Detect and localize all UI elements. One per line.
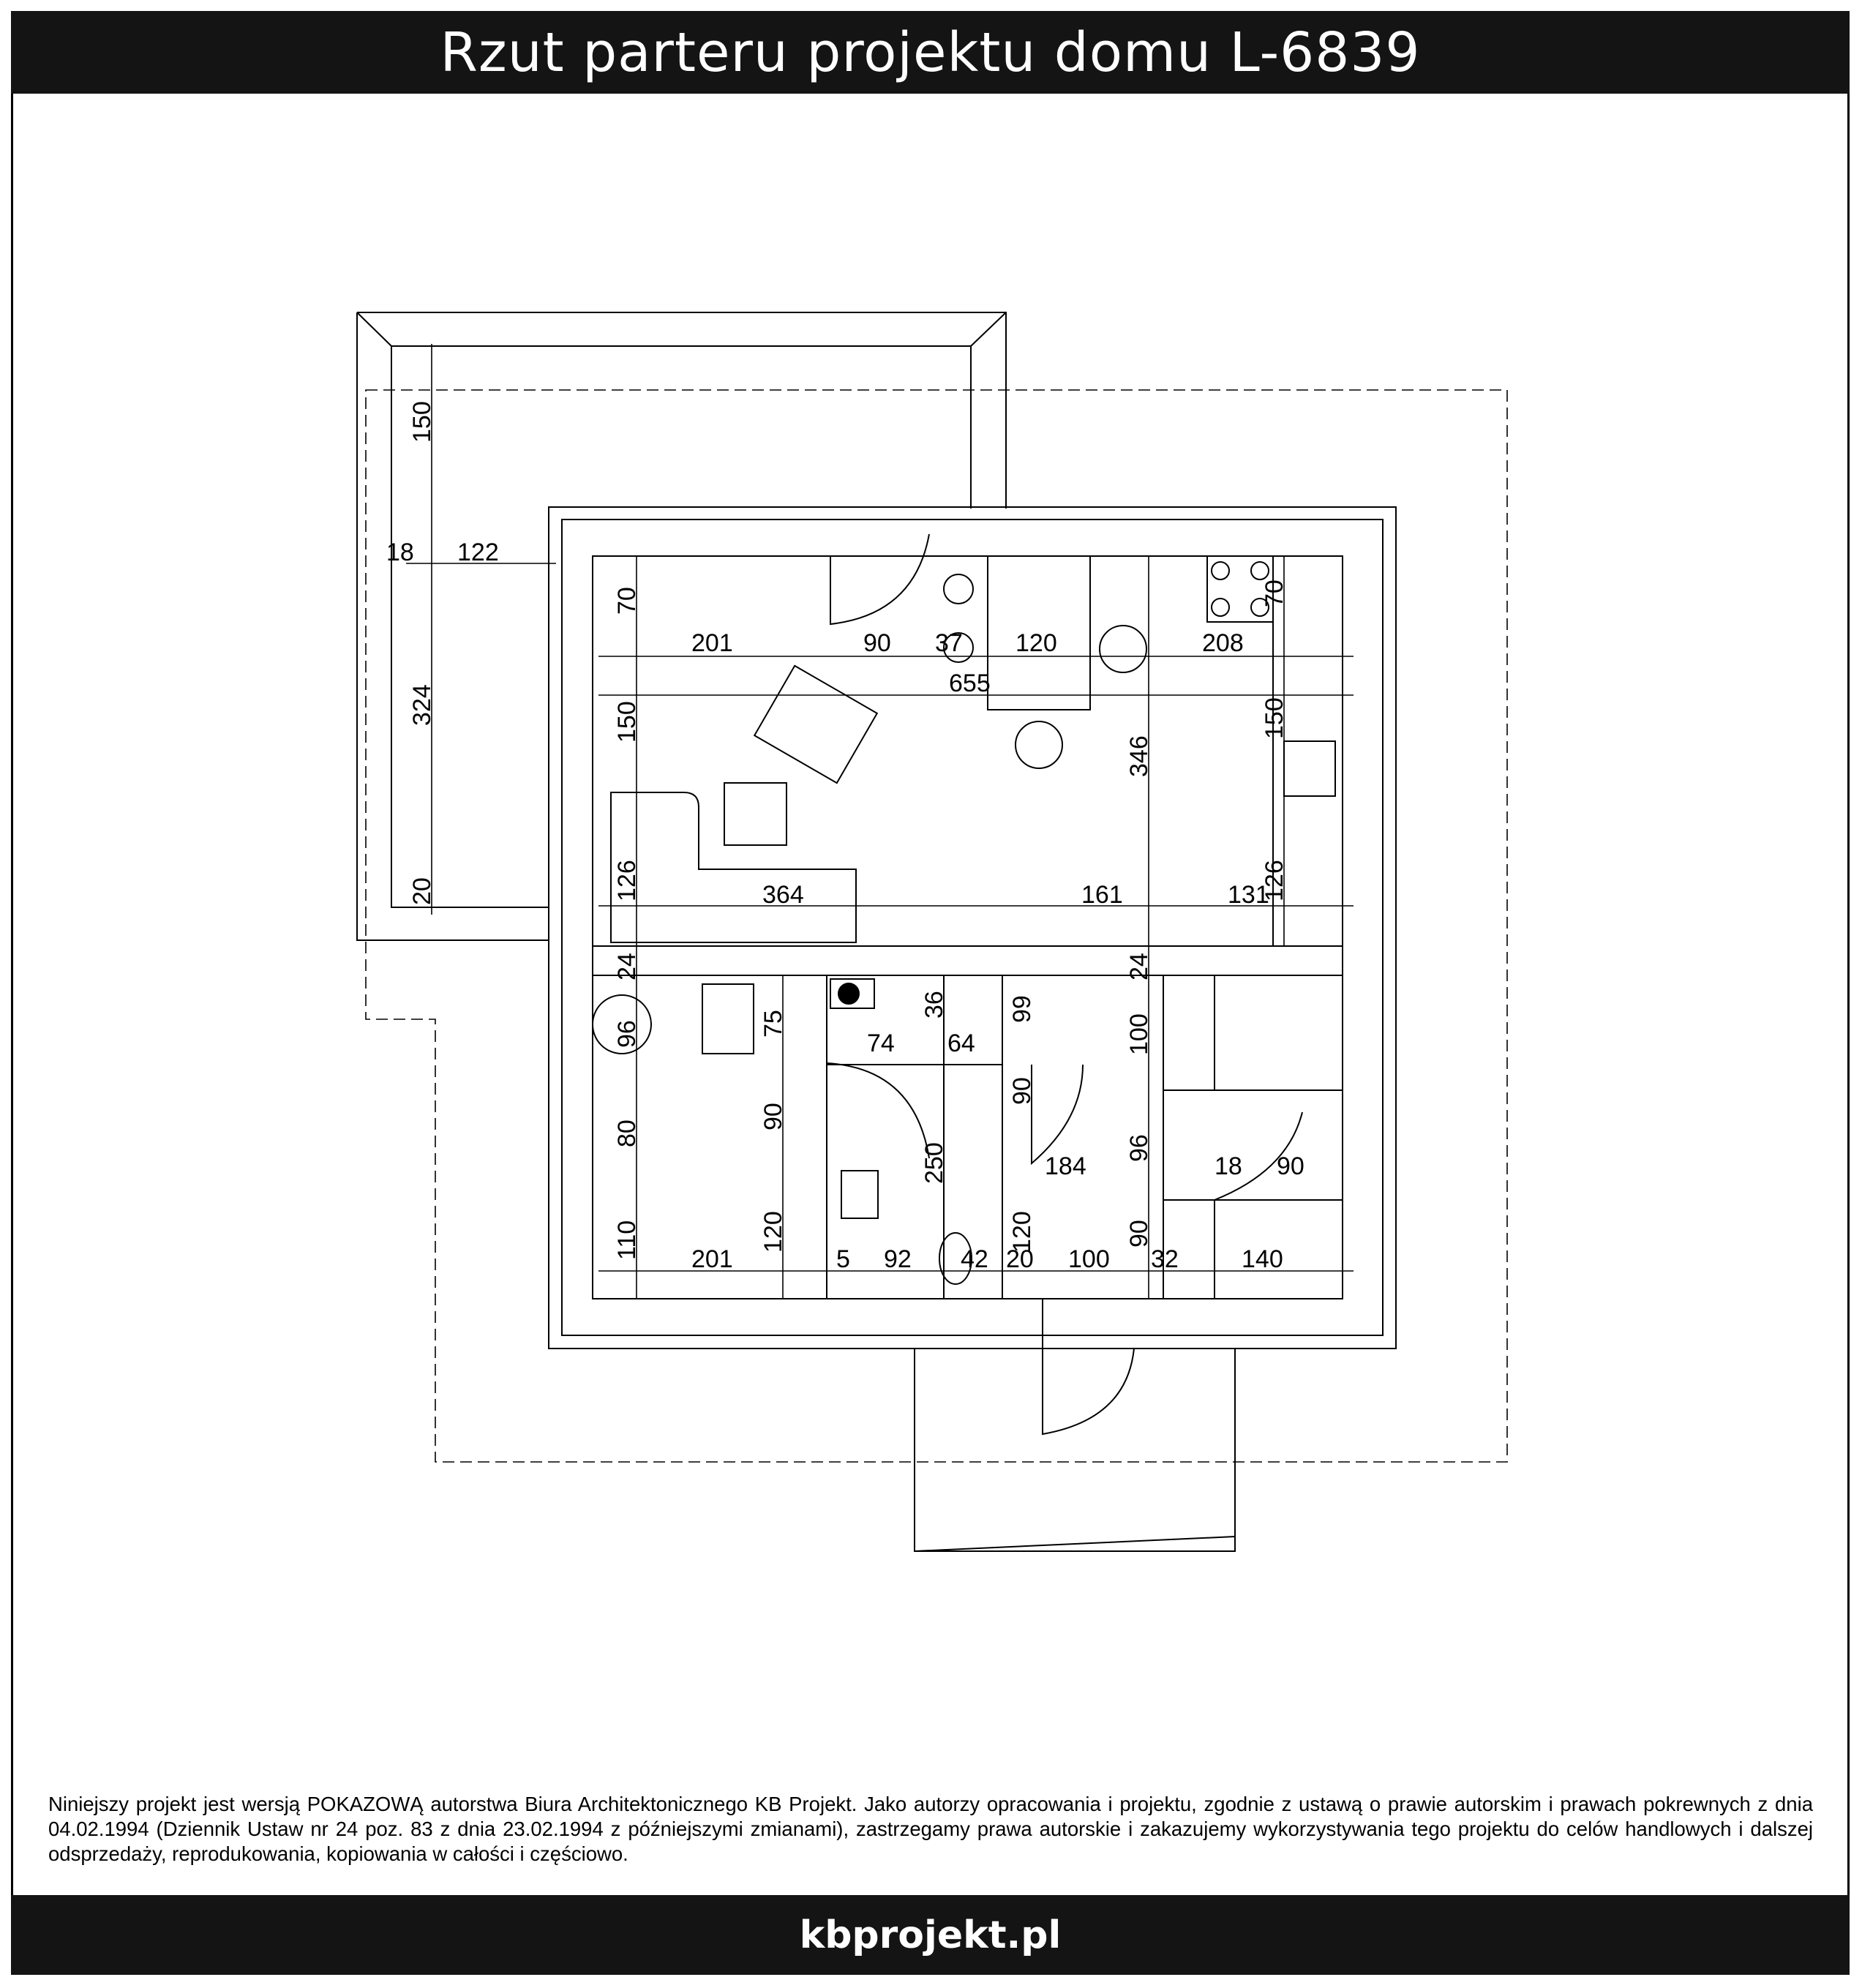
dim-top-201: 201: [691, 629, 733, 657]
dim-b-32: 32: [1151, 1245, 1179, 1273]
dim-w-184: 184: [1045, 1152, 1086, 1180]
dim-b-5: 5: [836, 1245, 850, 1273]
dim-terrace-122: 122: [457, 539, 499, 566]
dim-b-140: 140: [1242, 1245, 1283, 1273]
dim-b-100: 100: [1068, 1245, 1110, 1273]
dim-top-90: 90: [863, 629, 891, 657]
dim-v-90c: 90: [1125, 1220, 1153, 1248]
terrace-left-inner: [391, 346, 549, 908]
dim-v-110: 110: [613, 1220, 641, 1260]
house-outer-wall: [548, 506, 1397, 1349]
dim-top-37: 37: [935, 629, 963, 657]
dim-v-120a: 120: [759, 1211, 787, 1253]
dim-top-208: 208: [1202, 629, 1244, 657]
dim-terrace-20: 20: [408, 877, 436, 905]
dim-b-201: 201: [691, 1245, 733, 1273]
website-link[interactable]: kbprojekt.pl: [799, 1913, 1062, 1957]
dim-w-161: 161: [1081, 881, 1123, 909]
dim-terrace-18: 18: [386, 539, 414, 566]
dim-left-150: 150: [613, 701, 641, 743]
dim-mid-346: 346: [1125, 735, 1153, 777]
dim-hall-24: 24: [1125, 953, 1153, 980]
dim-b-92: 92: [884, 1245, 912, 1273]
dim-right-70: 70: [1261, 579, 1288, 607]
staircase: [1163, 975, 1343, 1299]
dim-left-126: 126: [613, 860, 641, 901]
dim-top-120: 120: [1016, 629, 1057, 657]
entrance-door: [1042, 1299, 1135, 1436]
sofa: [610, 792, 857, 943]
dim-w-364: 364: [762, 881, 804, 909]
dim-terrace-324: 324: [408, 684, 436, 726]
dim-b-20: 20: [1006, 1245, 1034, 1273]
title-bar: Rzut parteru projektu domu L-6839: [11, 11, 1850, 94]
dim-v-80: 80: [613, 1119, 641, 1147]
dim-w-18: 18: [1215, 1152, 1242, 1180]
dim-v-90b: 90: [759, 1103, 787, 1130]
kitchen-counter: [1272, 555, 1343, 947]
dim-v-75: 75: [759, 1010, 787, 1038]
dim-right-150: 150: [1261, 697, 1288, 739]
dim-v-96: 96: [613, 1020, 641, 1048]
dim-w-64: 64: [947, 1029, 975, 1057]
dim-terrace-150: 150: [408, 401, 436, 443]
dim-v-99: 99: [1008, 995, 1036, 1023]
dim-v-96b: 96: [1125, 1134, 1153, 1162]
page-title: Rzut parteru projektu domu L-6839: [440, 20, 1421, 84]
page-frame: [11, 11, 1850, 1975]
dim-left-70: 70: [613, 587, 641, 615]
dim-v-100: 100: [1125, 1013, 1153, 1055]
roof-outline: [365, 389, 1508, 1463]
dim-b-42: 42: [961, 1245, 988, 1273]
dim-v-250: 250: [920, 1142, 948, 1184]
coffee-table: [724, 782, 787, 846]
dim-w-74: 74: [867, 1029, 895, 1057]
dim-v-120b: 120: [1008, 1211, 1036, 1253]
kitchen-island: [987, 555, 1091, 710]
terrace-inner: [391, 345, 972, 509]
house-room-wall: [592, 555, 1343, 1299]
dim-w-90: 90: [1277, 1152, 1304, 1180]
dim-w-131: 131: [1228, 881, 1269, 909]
terrace-outer: [357, 312, 1007, 509]
dim-right-126: 126: [1261, 860, 1288, 901]
copyright-notice: Niniejszy projekt jest wersją POKAZOWĄ a…: [48, 1793, 1813, 1865]
footer-bar: kbprojekt.pl: [11, 1895, 1850, 1975]
dim-v-90a: 90: [1008, 1077, 1036, 1105]
dim-total-655: 655: [949, 669, 991, 697]
dim-left-24: 24: [613, 953, 641, 980]
house-inner-wall: [561, 519, 1384, 1336]
dim-v-36: 36: [920, 991, 948, 1019]
terrace-left: [356, 312, 549, 941]
armchair: [753, 664, 879, 784]
porch-outline: [914, 1349, 1236, 1552]
